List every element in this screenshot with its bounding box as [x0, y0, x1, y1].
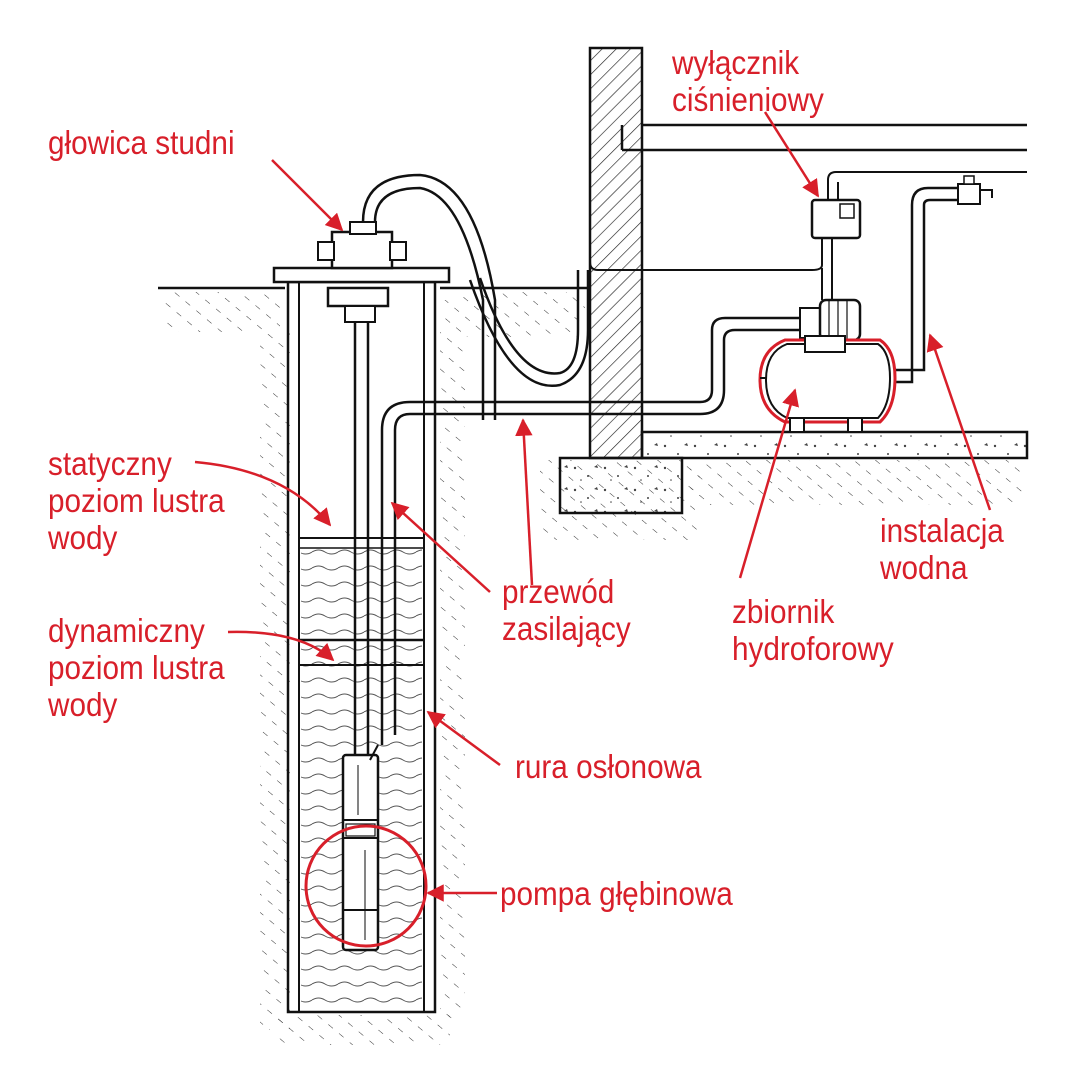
hydrophore-tank	[758, 335, 897, 433]
label-line: hydroforowy	[732, 630, 894, 667]
ground	[158, 286, 1025, 1045]
label-static-water-level: statyczny poziom lustra wody	[48, 445, 225, 556]
label-water-installation: instalacja wodna	[880, 512, 1004, 586]
label-line: dynamiczny	[48, 612, 205, 649]
label-line: poziom lustra	[48, 649, 225, 686]
label-line: wody	[48, 519, 118, 556]
label-line: przewód	[502, 573, 615, 610]
riser-pipe	[353, 322, 370, 755]
callout-arrows	[194, 111, 992, 902]
label-line: statyczny	[48, 445, 172, 482]
label-line: wody	[48, 686, 118, 723]
label-line: ciśnieniowy	[672, 81, 824, 118]
label-well-head: głowica studni	[48, 124, 235, 161]
label-line: zbiornik	[732, 593, 835, 630]
deep-well-pump	[304, 753, 428, 952]
pressure-switch	[589, 171, 1027, 300]
label-pressure-switch: wyłącznik ciśnieniowy	[672, 44, 824, 118]
label-line: zasilający	[502, 610, 631, 647]
casing-pipe	[272, 266, 451, 1014]
label-supply-cable: przewód zasilający	[502, 573, 631, 647]
label-casing-pipe: rura osłonowa	[515, 748, 702, 785]
label-dynamic-water-level: dynamiczny poziom lustra wody	[48, 612, 225, 723]
building-wall	[558, 46, 1029, 515]
label-line: instalacja	[880, 512, 1004, 549]
well-head	[317, 221, 407, 323]
label-hydrophore-tank: zbiornik hydroforowy	[732, 593, 894, 667]
supply-cable	[361, 173, 700, 761]
label-line: poziom lustra	[48, 482, 225, 519]
house-piping	[699, 175, 993, 416]
label-deep-well-pump: pompa głębinowa	[500, 875, 733, 912]
label-line: wyłącznik	[672, 44, 800, 81]
label-line: wodna	[880, 549, 968, 586]
